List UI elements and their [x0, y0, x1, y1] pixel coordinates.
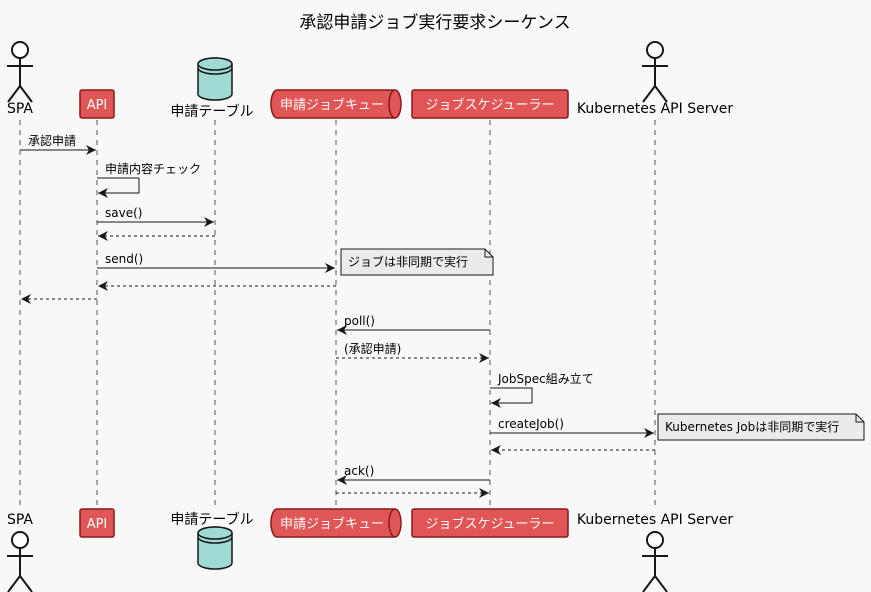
participant-scheduler-top: ジョブスケジューラー — [411, 89, 569, 119]
participant-api-top: API — [79, 89, 115, 119]
participant-k8s-top-label: Kubernetes API Server — [577, 101, 733, 117]
message-3: save() — [97, 206, 214, 227]
actor-k8s-top-figure — [642, 41, 668, 103]
diagram-title: 承認申請ジョブ実行要求シーケンス — [299, 12, 570, 33]
participant-spa-top-label: SPA — [7, 101, 33, 117]
message-10-label: JobSpec組み立て — [497, 371, 594, 386]
message-9-label: (承認申請) — [344, 341, 401, 356]
participant-scheduler-bottom-label: ジョブスケジューラー — [425, 516, 554, 532]
message-2-arrow — [97, 177, 140, 198]
participants-bottom: SPA API 申請テーブル 申請ジョブキュー ジョブスケジューラー Kubernetes… — [7, 508, 733, 592]
message-2: 申請内容チェック — [97, 161, 201, 198]
message-9: (承認申請) — [336, 341, 489, 363]
note-async-job: ジョブは非同期で実行 — [340, 248, 494, 276]
participant-api-bottom: API — [79, 508, 115, 538]
message-11-label: createJob() — [498, 417, 564, 431]
participant-scheduler-top-label: ジョブスケジューラー — [425, 97, 554, 113]
message-10-arrow — [490, 387, 533, 408]
participants-top: SPA API 申請テーブル 申請ジョブキュー ジョブスケジューラー Kubernetes… — [7, 41, 733, 120]
actor-spa-top-figure — [7, 41, 33, 103]
participant-k8s-bottom-label: Kubernetes API Server — [577, 512, 733, 528]
message-5-label: send() — [105, 252, 143, 266]
actor-spa-bottom-figure — [7, 531, 33, 592]
participant-scheduler-bottom: ジョブスケジューラー — [411, 508, 569, 538]
participant-table-bottom-label: 申請テーブル — [170, 511, 253, 528]
message-1: 承認申請 — [20, 133, 96, 155]
message-3-label: save() — [105, 206, 142, 220]
message-11: createJob() — [490, 417, 654, 438]
participant-table-top-label: 申請テーブル — [170, 103, 253, 120]
lifelines — [19, 120, 656, 507]
participant-api-bottom-label: API — [87, 517, 108, 532]
note-k8s-async-job-text: Kubernetes Jobは非同期で実行 — [665, 419, 839, 434]
database-table-top-icon — [197, 57, 233, 101]
participant-spa-bottom-label: SPA — [7, 512, 33, 528]
database-table-bottom-icon — [197, 526, 233, 570]
message-10: JobSpec組み立て — [490, 371, 594, 408]
message-8: poll() — [337, 314, 490, 335]
message-8-label: poll() — [344, 314, 375, 328]
notes: ジョブは非同期で実行 Kubernetes Jobは非同期で実行 — [340, 248, 865, 441]
message-1-label: 承認申請 — [28, 133, 76, 148]
message-2-label: 申請内容チェック — [105, 161, 201, 176]
participant-api-top-label: API — [87, 98, 108, 113]
note-k8s-async-job: Kubernetes Jobは非同期で実行 — [657, 413, 865, 441]
note-async-job-text: ジョブは非同期で実行 — [348, 254, 468, 269]
message-13-label: ack() — [344, 464, 374, 478]
participant-queue-bottom-label: 申請ジョブキュー — [280, 516, 384, 532]
actor-k8s-bottom-figure — [642, 531, 668, 592]
participant-queue-top: 申請ジョブキュー — [270, 89, 402, 119]
participant-queue-top-label: 申請ジョブキュー — [280, 97, 384, 113]
participant-queue-bottom: 申請ジョブキュー — [270, 508, 402, 538]
message-13: ack() — [337, 464, 490, 485]
message-5: send() — [97, 252, 335, 273]
